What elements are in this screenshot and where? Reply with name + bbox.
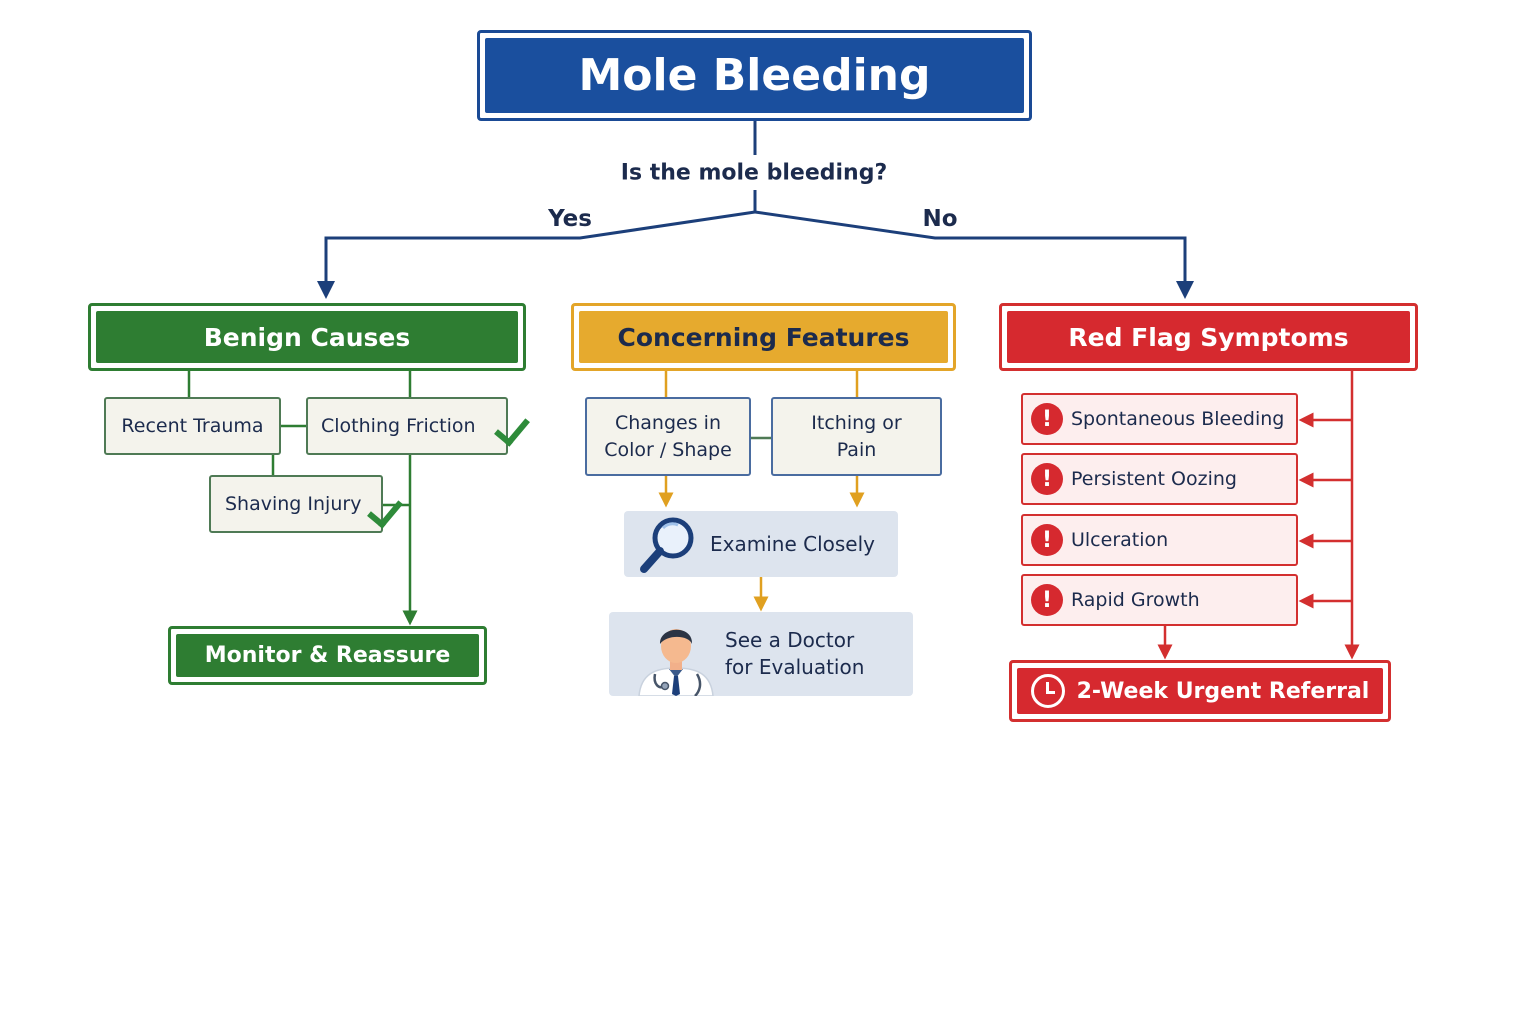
yes-label: Yes (548, 206, 592, 232)
urgent-referral-label: 2-Week Urgent Referral (1076, 678, 1370, 704)
spontaneous-bleeding-box: ! Spontaneous Bleeding (1021, 393, 1298, 445)
rapid-growth-box: ! Rapid Growth (1021, 574, 1298, 626)
clothing-friction-box: Clothing Friction (306, 397, 508, 455)
itching-line-2: Pain (836, 438, 877, 461)
red-flag-symptoms-title: Red Flag Symptoms (1007, 311, 1410, 363)
doctor-line-1: See a Doctor (725, 628, 855, 652)
yes-branch-line (317, 210, 756, 299)
benign-causes-header: Benign Causes (88, 303, 526, 371)
exclamation-icon: ! (1031, 584, 1063, 616)
monitor-reassure-label: Monitor & Reassure (176, 634, 479, 677)
clock-icon (1030, 674, 1065, 708)
decision-question: Is the mole bleeding? (620, 160, 888, 186)
magnifier-icon (640, 517, 694, 573)
ulceration-box: ! Ulceration (1021, 514, 1298, 566)
doctor-line-2: for Evaluation (725, 655, 865, 679)
monitor-reassure-box: Monitor & Reassure (168, 626, 487, 685)
benign-causes-title: Benign Causes (96, 311, 518, 363)
rapid-growth-label: Rapid Growth (1071, 589, 1200, 611)
changes-line-2: Color / Shape (604, 438, 732, 461)
exclamation-icon: ! (1031, 403, 1063, 435)
ulceration-label: Ulceration (1071, 529, 1169, 551)
no-branch-line (754, 210, 1194, 299)
examine-closely-box: Examine Closely (624, 511, 898, 577)
exclamation-icon: ! (1031, 524, 1063, 556)
doctor-icon (638, 629, 714, 696)
shaving-injury-box: Shaving Injury (209, 475, 383, 533)
page-title: Mole Bleeding (485, 38, 1024, 113)
recent-trauma-box: Recent Trauma (104, 397, 281, 455)
shaving-injury-label: Shaving Injury (225, 493, 362, 515)
itching-pain-box: Itching or Pain (771, 397, 942, 476)
red-flag-connectors (1157, 371, 1360, 660)
concerning-features-title: Concerning Features (579, 311, 948, 363)
no-label: No (922, 206, 958, 232)
see-doctor-box: See a Doctor for Evaluation (609, 612, 913, 696)
decision-connectors (317, 120, 1194, 299)
title-box: Mole Bleeding (477, 30, 1032, 121)
examine-closely-label: Examine Closely (710, 532, 875, 556)
clothing-friction-label: Clothing Friction (321, 415, 476, 437)
changes-line-1: Changes in (614, 411, 721, 434)
itching-line-1: Itching or (811, 411, 902, 434)
persistent-oozing-label: Persistent Oozing (1071, 468, 1237, 490)
persistent-oozing-box: ! Persistent Oozing (1021, 453, 1298, 505)
spontaneous-bleeding-label: Spontaneous Bleeding (1071, 408, 1285, 430)
changes-color-shape-box: Changes in Color / Shape (585, 397, 751, 476)
urgent-referral-box: 2-Week Urgent Referral (1009, 660, 1391, 722)
benign-connectors (187, 371, 418, 626)
recent-trauma-label: Recent Trauma (121, 415, 264, 437)
concerning-features-header: Concerning Features (571, 303, 956, 371)
exclamation-icon: ! (1031, 463, 1063, 495)
concerning-connectors (658, 371, 865, 612)
red-flag-symptoms-header: Red Flag Symptoms (999, 303, 1418, 371)
